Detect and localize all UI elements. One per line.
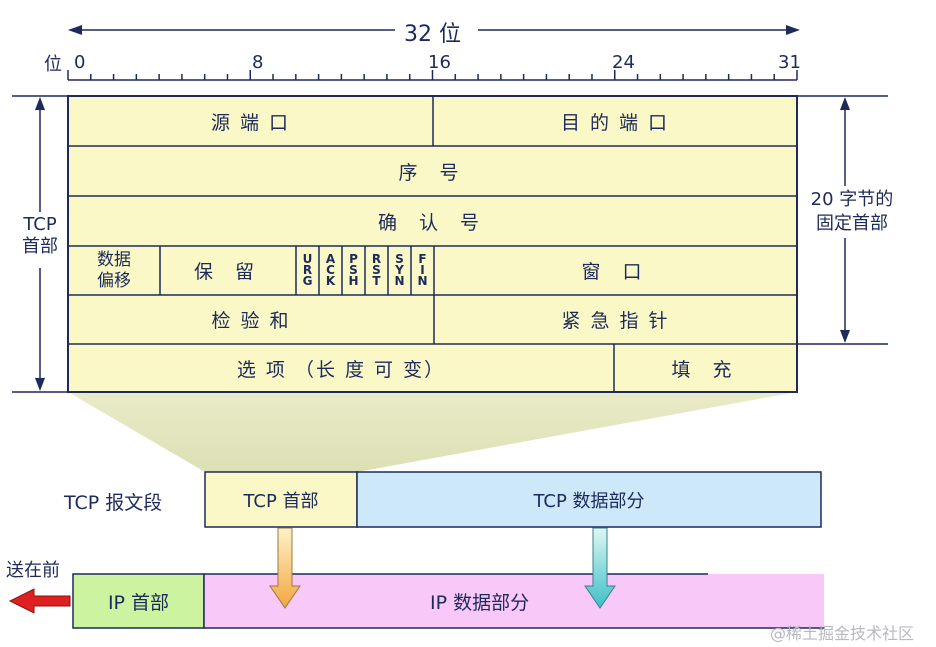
ip-header-box-label: IP 首部 [107,591,170,614]
data-offset-cell: 数据 偏移 [68,246,160,295]
side-label-line: TCP [23,214,57,235]
flag-letter: R [302,263,313,277]
watermark: @稀土掘金技术社区 [770,624,915,643]
flag-letter: A [325,252,336,266]
checksum-cell: 检 验 和 [211,310,291,332]
tick-label-0: 0 [74,52,86,73]
bit-label: 位 [44,54,62,75]
fixed-header-side-label: 20 字节的 固定首部 [800,188,904,236]
flag-letter: F [418,252,427,266]
padding-cell: 填 充 [671,358,740,381]
data-offset-line1: 数据 [97,249,131,270]
flag-letter: I [420,263,425,277]
tcp-header-side-label: TCP 首部 [14,214,66,258]
ip-data-box-label: IP 数据部分 [430,591,530,614]
ip-header-box [72,573,205,629]
flag-urg: U R G [297,247,318,294]
tcp-segment-label: TCP 报文段 [64,492,163,514]
options-cell: 选 项 （长 度 可 变） [236,358,446,381]
flag-letter: K [325,274,336,288]
tcp-header-box-label: TCP 首部 [243,490,319,512]
cyan-down-arrow [584,527,616,609]
dest-port-cell: 目 的 端 口 [560,111,670,134]
tcp-data-box [356,471,822,528]
side-label-line: 20 字节的 [810,189,894,210]
reserved-cell: 保 留 [193,261,263,283]
flag-letter: S [349,263,358,277]
flag-letter: N [394,274,405,288]
urgent-pointer-cell: 紧 急 指 针 [561,310,670,332]
left-span-arrow [12,95,68,393]
tcp-header-box [204,471,358,528]
flag-letter: U [302,252,313,266]
flag-letter: H [348,274,359,288]
bit-ruler [67,70,798,81]
width-label: 32 位 [400,16,465,48]
flag-letter: C [326,263,335,277]
side-label-line: 固定首部 [816,213,888,234]
flag-letter: S [395,252,404,266]
tick-label-31: 31 [778,52,801,73]
window-cell: 窗 口 [581,261,650,283]
source-port-cell: 源 端 口 [210,111,291,134]
red-left-arrow [8,588,71,614]
funnel-shape [68,392,797,472]
width-arrow [68,25,800,35]
orange-down-arrow [269,527,301,609]
flag-fin: F I N [412,247,433,294]
flag-psh: P S H [343,247,364,294]
flag-letter: G [302,274,313,288]
flag-letter: P [349,252,358,266]
data-offset-line2: 偏移 [97,270,131,291]
flag-letter: N [417,274,428,288]
send-first-label: 送在前 [6,560,60,581]
flag-letter: R [371,252,382,266]
flag-rst: R S T [366,247,387,294]
ip-data-box [204,574,824,628]
side-label-line: 首部 [22,236,58,257]
flag-letter: T [372,274,381,288]
tick-label-8: 8 [252,52,264,73]
flag-letter: S [372,263,381,277]
flag-ack: A C K [320,247,341,294]
sequence-number-cell: 序 号 [398,161,467,184]
flag-syn: S Y N [389,247,410,294]
table-grid [68,96,797,392]
tick-label-24: 24 [612,52,635,73]
flag-letter: Y [395,263,404,277]
tcp-data-box-label: TCP 数据部分 [533,490,645,512]
right-span-arrow [797,95,888,345]
tick-label-16: 16 [428,52,451,73]
ack-number-cell: 确 认 号 [377,211,488,234]
